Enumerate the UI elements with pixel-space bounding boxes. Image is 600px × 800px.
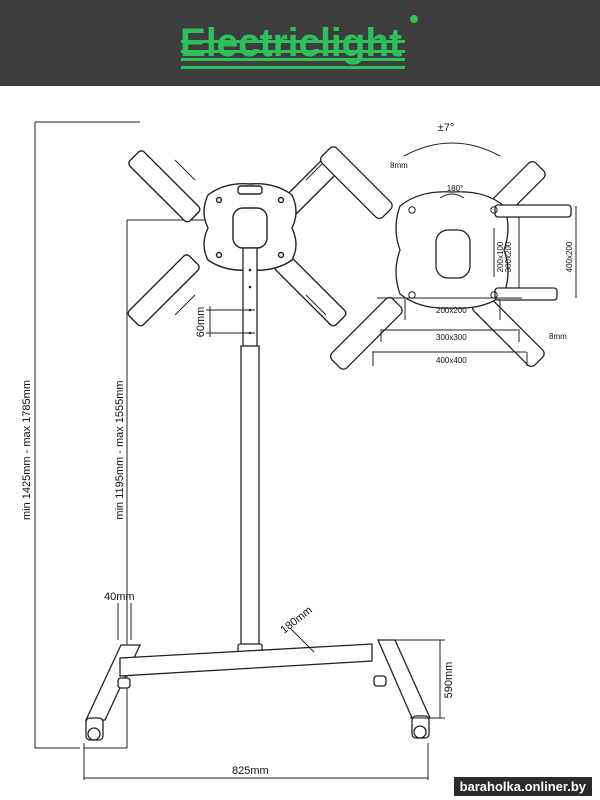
watermark-badge: baraholka.onliner.by xyxy=(453,777,592,796)
watermark-text: baraholka.onliner.by xyxy=(459,779,586,794)
vesa-h-200: 200x200 xyxy=(436,306,467,315)
base-post-offset-label: 180mm xyxy=(278,604,314,636)
logo-text: Electriclight xyxy=(180,21,402,65)
post-diameter-label: 40mm xyxy=(104,591,135,603)
bracket-detail xyxy=(319,146,572,370)
stand-diagram: min 1425mm - max 1785mm min 1195mm - max… xyxy=(21,121,577,780)
bracket-tilt-label: ±7° xyxy=(438,122,455,134)
vesa-v-400x200: 400x200 xyxy=(565,241,574,272)
vesa-h-300: 300x300 xyxy=(436,333,467,342)
base-height-label: 590mm xyxy=(443,662,455,699)
vesa-h-400: 400x400 xyxy=(436,356,467,365)
bracket-arm-thickness-top: 8mm xyxy=(390,161,408,170)
vesa-v-200x100: 200x100 xyxy=(496,241,505,272)
bracket-rotation-label: 180° xyxy=(447,184,464,193)
plate-spacing-label: 60mm xyxy=(195,307,207,338)
stand-base xyxy=(84,639,432,741)
stand-head-bracket xyxy=(127,150,347,327)
brand-logo: Electriclight xyxy=(180,15,418,69)
mount-height-label: min 1195mm - max 1555mm xyxy=(114,380,126,519)
vesa-v-300x200: 300x200 xyxy=(504,241,513,272)
bracket-arm-thickness-bottom: 8mm xyxy=(549,332,567,341)
brand-header: Electriclight xyxy=(0,0,600,86)
base-width-label: 825mm xyxy=(232,765,269,777)
total-height-label: min 1425mm - max 1785mm xyxy=(21,380,33,520)
